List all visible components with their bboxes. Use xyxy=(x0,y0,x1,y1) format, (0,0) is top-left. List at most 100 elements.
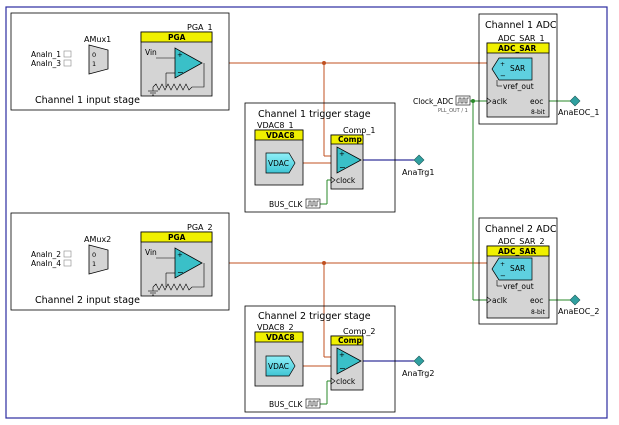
pga1-instance-name: PGA_1 xyxy=(187,23,213,32)
pga2-opamp-icon xyxy=(174,247,203,279)
svg-text:−: − xyxy=(500,72,506,80)
ana-in-1-label: AnaIn_1 xyxy=(31,50,61,59)
svg-text:−: − xyxy=(500,272,506,280)
adc2-sar-icon xyxy=(491,257,533,281)
ana-eoc2-label: AnaEOC_2 xyxy=(558,307,599,316)
ch1-adc-stage[interactable]: Channel 1 ADC ADC_SAR_1 ADC_SAR + − SAR … xyxy=(478,13,558,125)
vdac1-icon xyxy=(265,152,296,174)
pga2-ground-icon xyxy=(148,287,158,296)
comp2-comparator-icon xyxy=(336,347,362,375)
svg-text:+: + xyxy=(500,261,505,268)
pga2-type: PGA xyxy=(168,233,186,242)
clock-junction-dot xyxy=(471,99,475,103)
comp2-clock-pin: clock xyxy=(336,377,356,386)
pga1-block[interactable]: PGA Vin + − xyxy=(140,31,213,97)
ana-eoc2-terminal[interactable] xyxy=(569,294,581,306)
adc2-type: ADC_SAR xyxy=(498,247,536,256)
vdac1-block[interactable]: VDAC8 VDAC xyxy=(254,129,304,186)
pga2-resistor-icon xyxy=(152,283,193,291)
junction-dots xyxy=(322,61,326,265)
ana-trg2-terminal[interactable] xyxy=(413,355,425,367)
ana-eoc1-terminal[interactable] xyxy=(569,95,581,107)
adc2-block[interactable]: ADC_SAR + − SAR vref_out aclk eoc 8-bit xyxy=(486,245,550,319)
bus-clk-1-icon[interactable] xyxy=(305,198,321,209)
adc1-vref-pin: vref_out xyxy=(503,82,534,91)
amux2-pin-1: 1 xyxy=(92,260,96,268)
pga1-vin-pin: Vin xyxy=(145,48,157,57)
ch1-adc-stage-title: Channel 1 ADC xyxy=(485,20,557,31)
adc1-eoc-pin: eoc xyxy=(530,97,543,106)
adc2-vref-pin: vref_out xyxy=(503,282,534,291)
ch1-input-stage-title: Channel 1 input stage xyxy=(35,95,140,106)
adc2-aclk-pin: aclk xyxy=(492,296,508,305)
ana-in-2-terminal[interactable] xyxy=(63,250,72,258)
adc1-block[interactable]: ADC_SAR + − SAR vref_out aclk eoc 8-bit xyxy=(486,42,550,118)
adc1-sar-label: SAR xyxy=(510,64,525,73)
adc1-sar-icon xyxy=(491,57,533,81)
adc1-type: ADC_SAR xyxy=(498,44,536,53)
svg-text:−: − xyxy=(339,163,346,172)
comp1-instance-name: Comp_1 xyxy=(343,126,375,135)
ana-in-2-label: AnaIn_2 xyxy=(31,250,61,259)
bus-clk-2-icon[interactable] xyxy=(305,398,321,409)
vdac2-type: VDAC8 xyxy=(266,333,295,342)
adc2-sar-label: SAR xyxy=(510,264,525,273)
pga1-resistor-icon xyxy=(152,83,193,91)
amux1-symbol[interactable] xyxy=(88,44,109,75)
pga1-opamp-icon xyxy=(174,47,203,79)
svg-text:−: − xyxy=(177,68,184,77)
vdac2-icon xyxy=(265,355,296,377)
adc1-instance-name: ADC_SAR_1 xyxy=(498,34,545,43)
ana-trg1-label: AnaTrg1 xyxy=(402,168,434,177)
adc2-eoc-pin: eoc xyxy=(530,296,543,305)
ch1-trigger-stage-title: Channel 1 trigger stage xyxy=(258,109,371,120)
vdac2-block[interactable]: VDAC8 VDAC xyxy=(254,331,304,387)
pga1-ground-icon xyxy=(148,87,158,96)
ana-trg1-terminal[interactable] xyxy=(413,154,425,166)
ch2-adc-stage[interactable]: Channel 2 ADC ADC_SAR_2 ADC_SAR + − SAR … xyxy=(478,217,558,325)
ch1-input-stage[interactable]: Channel 1 input stage AnaIn_1 AnaIn_3 AM… xyxy=(10,12,230,111)
sheet-border xyxy=(5,6,608,419)
svg-text:+: + xyxy=(339,351,345,359)
svg-text:−: − xyxy=(339,364,346,373)
svg-text:+: + xyxy=(500,61,505,68)
vdac2-icon-label: VDAC xyxy=(268,362,289,371)
ana-in-3-terminal[interactable] xyxy=(63,59,72,67)
ch2-adc-stage-title: Channel 2 ADC xyxy=(485,224,557,235)
comp1-block[interactable]: Comp + − clock xyxy=(330,134,364,190)
amux2-name: AMux2 xyxy=(84,235,111,244)
comparator-output-wires xyxy=(362,159,415,362)
svg-text:+: + xyxy=(177,251,183,259)
pga2-vin-pin: Vin xyxy=(145,248,157,257)
pga1-type: PGA xyxy=(168,33,186,42)
comp2-block[interactable]: Comp + − clock xyxy=(330,335,364,391)
ana-in-4-terminal[interactable] xyxy=(63,259,72,267)
amux2-pin-0: 0 xyxy=(92,251,96,259)
svg-text:+: + xyxy=(339,150,345,158)
ana-in-4-label: AnaIn_4 xyxy=(31,259,61,268)
ana-trg2-label: AnaTrg2 xyxy=(402,369,434,378)
bus-clk-2-label: BUS_CLK xyxy=(269,400,304,409)
ch1-trigger-stage[interactable]: Channel 1 trigger stage VDAC8_1 VDAC8 VD… xyxy=(244,102,396,213)
vdac2-instance-name: VDAC8_2 xyxy=(257,323,294,332)
ch2-trigger-stage[interactable]: Channel 2 trigger stage VDAC8_2 VDAC8 VD… xyxy=(244,305,396,413)
svg-text:−: − xyxy=(177,268,184,277)
comp1-clock-pin: clock xyxy=(336,176,356,185)
pga2-block[interactable]: PGA Vin + − xyxy=(140,231,213,297)
clock-adc-source: PLL_OUT / 1 xyxy=(438,108,468,114)
comp1-comparator-icon xyxy=(336,146,362,174)
ana-in-1-terminal[interactable] xyxy=(63,50,72,58)
amux2-symbol[interactable] xyxy=(88,244,109,275)
comp1-type: Comp xyxy=(338,135,362,144)
ana-in-3-label: AnaIn_3 xyxy=(31,59,61,68)
clock-adc-icon[interactable] xyxy=(455,95,471,106)
vdac1-instance-name: VDAC8_1 xyxy=(257,121,294,130)
comp2-instance-name: Comp_2 xyxy=(343,327,375,336)
adc1-aclk-pin: aclk xyxy=(492,97,508,106)
amux1-name: AMux1 xyxy=(84,35,111,44)
adc2-instance-name: ADC_SAR_2 xyxy=(498,237,545,246)
ch2-input-stage[interactable]: Channel 2 input stage AnaIn_2 AnaIn_4 AM… xyxy=(10,212,230,311)
adc2-resolution: 8-bit xyxy=(531,309,545,316)
amux1-pin-0: 0 xyxy=(92,51,96,59)
